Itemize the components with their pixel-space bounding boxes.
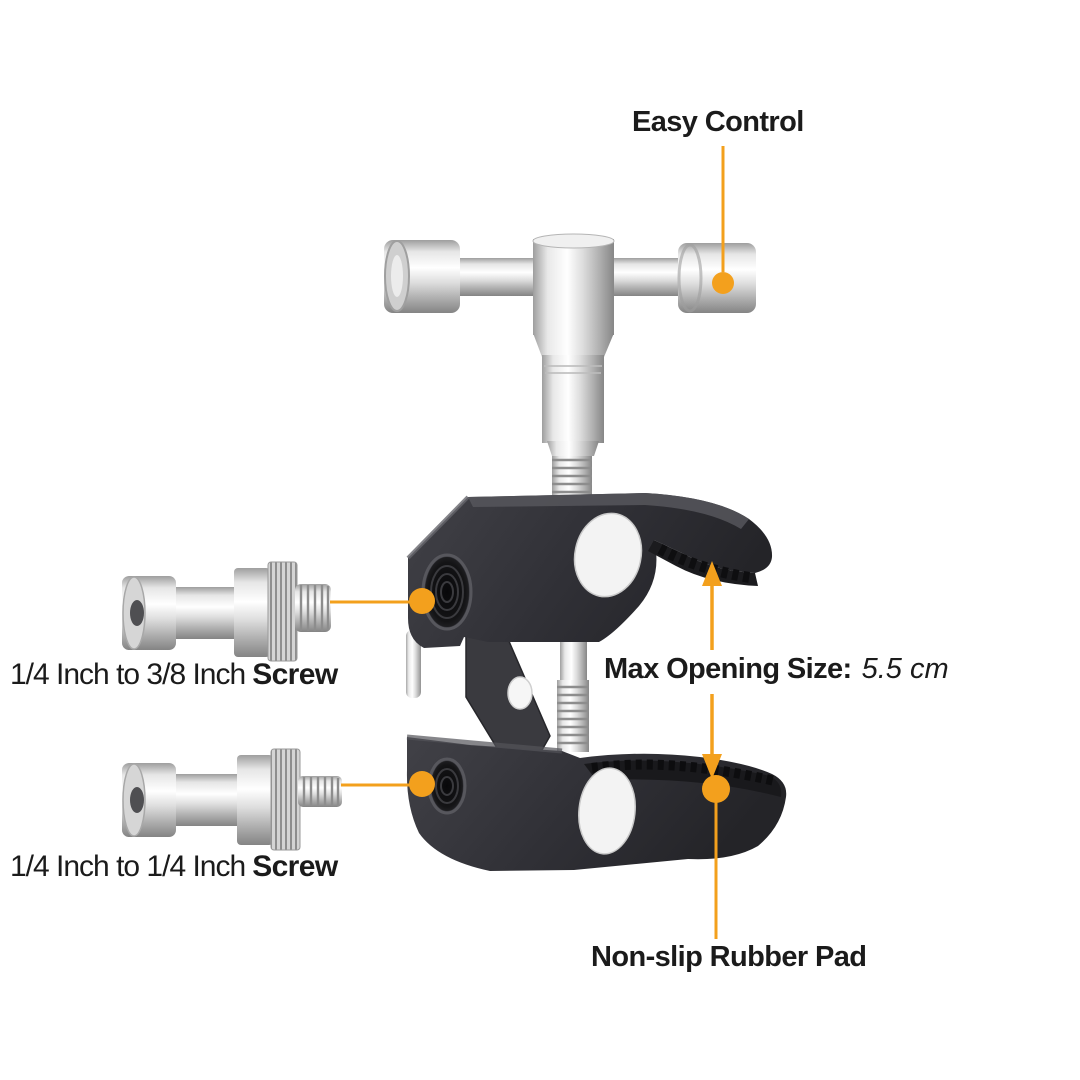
easy-control-callout [712,146,734,294]
easy-control-dot [712,272,734,294]
adapter-3-8-measure-text: 1/4 Inch to 3/8 Inch [10,658,246,691]
adapter-3-8-knurl [267,561,298,662]
adapter-1-4-type-text: Screw [252,850,338,883]
adapter-3-8-callout [330,588,435,614]
adapter-1-4-collar [237,755,273,845]
adapter-3-8-type-text: Screw [252,658,338,691]
adapter-3-8-dot [409,588,435,614]
screw-adapter-3-8 [122,561,331,662]
hinge-roll-pin [507,676,533,710]
adapter-1-4-thread [298,776,342,807]
super-crab-clamp [406,493,787,871]
lower-pivot-cap [578,767,636,855]
t-handle-step [547,441,599,456]
t-handle-stem-lower [542,355,604,443]
max-opening-value: 5.5 cm [861,653,949,685]
t-handle-screw [384,233,756,505]
adapter-1-4-callout [341,771,435,797]
arrow-down-head [702,754,722,779]
t-handle-left-cap [384,240,460,313]
max-opening-label: Max Opening Size: 5.5 cm [604,654,949,684]
adapter-1-4-dot [409,771,435,797]
adapter-3-8-thread [295,584,331,632]
adapter-3-8-head [122,576,176,650]
t-handle-center-boss [532,233,615,335]
non-slip-rubber-pad [584,759,782,797]
adapter-3-8-collar [234,568,270,657]
adapter-1-4-knurl [270,748,301,851]
max-opening-arrow [702,561,722,779]
adapter-1-4-measure-text: 1/4 Inch to 1/4 Inch [10,850,246,883]
upper-serrated-pad [648,540,758,586]
center-adjustment-screw [557,634,589,752]
upper-jaw-top-face [468,493,749,529]
rubber-pad-callout [702,775,730,939]
rubber-pad-label: Non-slip Rubber Pad [591,941,867,973]
upper-pivot-cap [573,512,643,598]
max-opening-text: Max Opening Size: [604,653,852,685]
thread-hole-1-4 [427,757,467,815]
adapter-1-4-head [122,763,176,837]
callouts [330,146,734,939]
easy-control-label: Easy Control [632,106,804,138]
arrow-up-head [702,561,722,586]
hinge-pin [406,630,421,698]
t-handle-stem [533,333,614,357]
screw-adapter-1-4 [122,748,342,851]
